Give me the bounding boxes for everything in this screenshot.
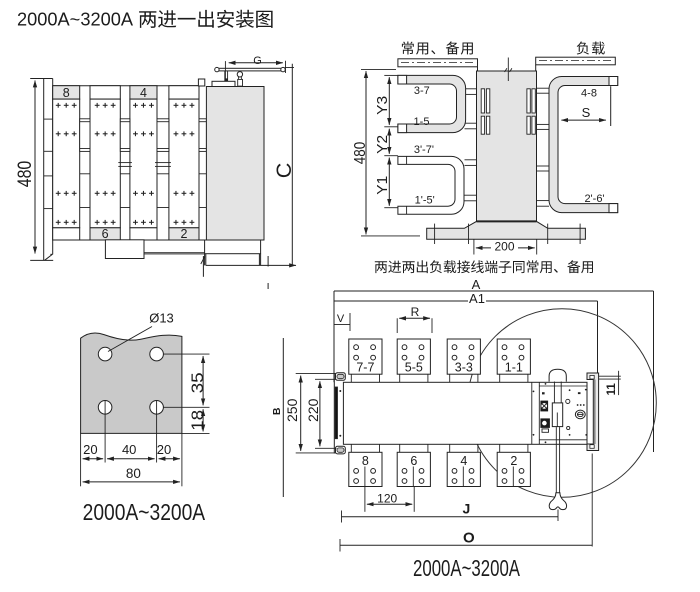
svg-text:6: 6 [410,454,417,468]
svg-text:8: 8 [63,86,70,100]
svg-text:7-7: 7-7 [356,361,374,375]
svg-text:C: C [272,163,296,179]
svg-text:480: 480 [352,141,369,164]
svg-text:S: S [582,105,591,120]
svg-text:A1: A1 [469,291,485,306]
svg-text:35: 35 [189,372,207,393]
svg-text:4: 4 [460,454,467,468]
svg-text:8: 8 [362,454,369,468]
svg-text:3-7: 3-7 [414,85,430,97]
svg-text:3-3: 3-3 [455,361,473,375]
svg-text:V: V [337,313,345,325]
svg-text:Y2: Y2 [375,135,391,154]
svg-text:120: 120 [377,491,397,505]
svg-text:1-5: 1-5 [414,116,430,128]
svg-text:A: A [472,277,481,292]
svg-text:2000A~3200A: 2000A~3200A [17,9,134,30]
svg-text:R: R [411,305,420,319]
svg-text:2'-6': 2'-6' [584,193,604,205]
svg-text:80: 80 [126,466,141,481]
svg-text:Y1: Y1 [375,176,391,195]
svg-text:4-8: 4-8 [581,87,597,99]
svg-text:250: 250 [284,398,300,422]
svg-text:J: J [463,501,471,517]
svg-text:18: 18 [189,410,207,431]
svg-text:11: 11 [606,383,618,396]
svg-text:2000A~3200A: 2000A~3200A [83,499,206,525]
svg-text:B: B [271,407,283,415]
svg-text:2: 2 [180,227,187,241]
svg-text:200: 200 [494,239,514,253]
svg-text:Ø13: Ø13 [149,310,174,325]
svg-text:1-1: 1-1 [505,361,523,375]
svg-text:1'-5': 1'-5' [415,194,435,206]
svg-text:6: 6 [102,227,109,241]
svg-text:G: G [253,55,262,67]
svg-text:Y3: Y3 [375,96,391,115]
svg-text:2: 2 [510,454,517,468]
svg-text:4: 4 [140,86,147,100]
svg-text:220: 220 [305,398,321,422]
svg-text:40: 40 [122,442,136,457]
svg-text:3'-7': 3'-7' [414,144,434,156]
svg-text:20: 20 [83,442,97,457]
svg-text:480: 480 [15,161,36,188]
svg-text:5-5: 5-5 [405,361,423,375]
svg-text:2000A~3200A: 2000A~3200A [413,555,520,581]
svg-text:20: 20 [157,442,171,457]
svg-text:O: O [463,529,475,546]
